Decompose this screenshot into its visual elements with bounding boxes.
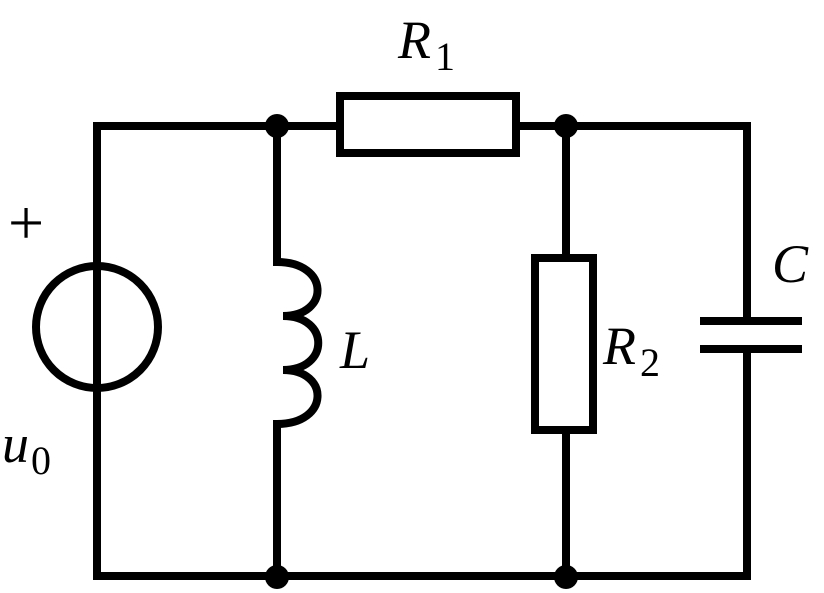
capacitor-c-label: C xyxy=(772,234,809,294)
source-symbol: u xyxy=(2,414,29,474)
resistor-r2-subscript: 2 xyxy=(640,340,660,385)
resistor-r1 xyxy=(336,92,520,157)
polarity-plus-label: + xyxy=(8,187,44,258)
junction-node-top-right xyxy=(554,114,578,138)
resistor-r1-symbol: R xyxy=(397,10,431,70)
resistor-r2 xyxy=(531,254,597,434)
resistor-r1-subscript: 1 xyxy=(435,34,455,79)
inductor-l-label: L xyxy=(339,320,370,380)
source-label: u0 xyxy=(2,414,51,483)
capacitor-c xyxy=(700,317,802,353)
junction-nodes xyxy=(265,114,578,589)
junction-node-top-left xyxy=(265,114,289,138)
junction-node-bottom-right xyxy=(554,565,578,589)
resistor-r2-symbol: R xyxy=(602,316,636,376)
inductor-l xyxy=(276,258,323,428)
source-subscript: 0 xyxy=(31,438,51,483)
junction-node-bottom-left xyxy=(265,565,289,589)
